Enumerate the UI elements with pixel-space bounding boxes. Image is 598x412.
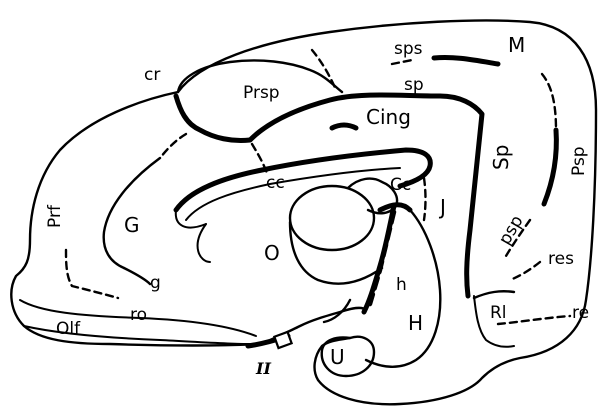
thalamus-oval (290, 186, 374, 250)
diencephalon-curve (290, 222, 382, 284)
label-prsp: Prsp (243, 83, 280, 103)
j-dashed (424, 178, 426, 220)
re-dashed (498, 316, 570, 324)
label-o: O (264, 241, 280, 265)
label-u: U (330, 345, 345, 369)
label-g-cap: G (124, 213, 140, 237)
postsplenial-sulcus (544, 130, 556, 204)
fornix-inner (176, 210, 206, 228)
label-res: res (548, 249, 574, 269)
label-h-cap: H (408, 311, 423, 335)
optic-nerve-box (274, 332, 291, 348)
label-j: J (438, 195, 446, 219)
frontal-dashed (160, 134, 186, 158)
g-sulcus-curve (124, 268, 150, 284)
label-sps: sps (394, 39, 423, 59)
suprasplenial-sulcus (434, 57, 498, 64)
label-prf: Prf (45, 204, 65, 228)
label-cc-cap: Cc (390, 175, 411, 195)
label-re: re (572, 303, 589, 323)
label-ro: ro (130, 305, 147, 325)
corpus-callosum-inner (186, 168, 400, 220)
label-roman-two: II (255, 359, 271, 378)
cingulate-mark (332, 125, 356, 128)
prsp-dashed (312, 50, 336, 90)
fornix-curve (198, 224, 210, 262)
label-olf: Olf (56, 319, 81, 339)
sps-dashed (392, 60, 412, 64)
label-m: M (508, 33, 525, 57)
rhinal-posterior (474, 291, 514, 298)
label-cr: cr (144, 65, 160, 85)
psp-upper-dashed (542, 74, 556, 130)
res-dashed (510, 262, 540, 280)
label-cc: cc (266, 173, 285, 193)
label-sp-cap: Sp (489, 145, 513, 170)
label-sp-lower: sp (404, 75, 424, 95)
label-psp-cap: Psp (569, 146, 589, 176)
label-g-lower: g (150, 273, 161, 293)
label-cing: Cing (366, 105, 411, 129)
label-psp: psp (495, 212, 528, 248)
label-ri: Rl (490, 303, 507, 323)
label-h-lower: h (396, 275, 407, 295)
